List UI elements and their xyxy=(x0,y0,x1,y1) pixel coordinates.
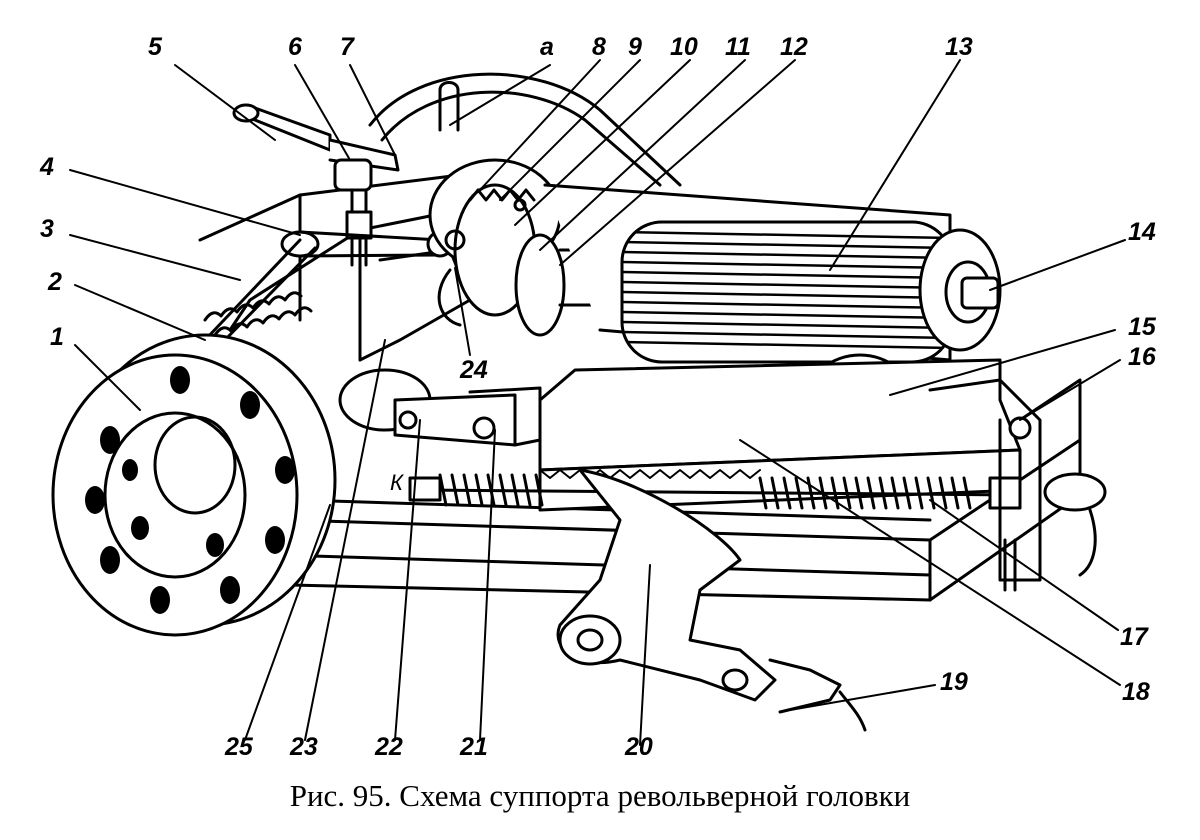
turret-disc xyxy=(51,333,337,637)
callout-13: 13 xyxy=(945,33,973,61)
callout-17: 17 xyxy=(1120,623,1149,651)
feed-lever xyxy=(232,103,400,267)
callout-22: 22 xyxy=(374,733,403,761)
handle-arc xyxy=(368,72,682,187)
callout-5: 5 xyxy=(148,33,163,61)
callout-15: 15 xyxy=(1128,313,1157,341)
bevel-gears xyxy=(428,158,627,337)
leader-lines xyxy=(69,59,1126,746)
callout-3: 3 xyxy=(40,215,54,243)
callout-18: 18 xyxy=(1122,678,1150,706)
feed-screw xyxy=(408,472,1107,512)
slide-housing xyxy=(198,173,472,362)
callout-a: а xyxy=(540,33,554,61)
callout-8: 8 xyxy=(592,33,606,61)
callout-7: 7 xyxy=(340,33,355,61)
callout-1: 1 xyxy=(50,323,64,351)
cam-lever xyxy=(556,468,867,732)
callout-10: 10 xyxy=(670,33,698,61)
bracket xyxy=(928,378,1097,592)
callout-14: 14 xyxy=(1128,218,1156,246)
callout-11: 11 xyxy=(725,33,751,61)
spring-rod xyxy=(203,238,317,347)
callout-9: 9 xyxy=(628,33,642,61)
callout-2: 2 xyxy=(47,268,62,296)
callout-4: 4 xyxy=(39,153,54,181)
callout-24: 24 xyxy=(459,356,488,384)
marker-k: К xyxy=(390,470,404,495)
callout-12: 12 xyxy=(780,33,808,61)
figure-caption: Рис. 95. Схема суппорта револьверной гол… xyxy=(289,778,911,813)
ribbed-roller xyxy=(543,183,1002,364)
callout-6: 6 xyxy=(288,33,303,61)
callout-20: 20 xyxy=(624,733,653,761)
callout-19: 19 xyxy=(940,668,968,696)
crank-plate xyxy=(338,368,542,447)
callout-16: 16 xyxy=(1128,343,1157,371)
callout-25: 25 xyxy=(224,733,254,761)
callout-23: 23 xyxy=(289,733,318,761)
disc-holes xyxy=(85,366,295,614)
callout-21: 21 xyxy=(459,733,488,761)
